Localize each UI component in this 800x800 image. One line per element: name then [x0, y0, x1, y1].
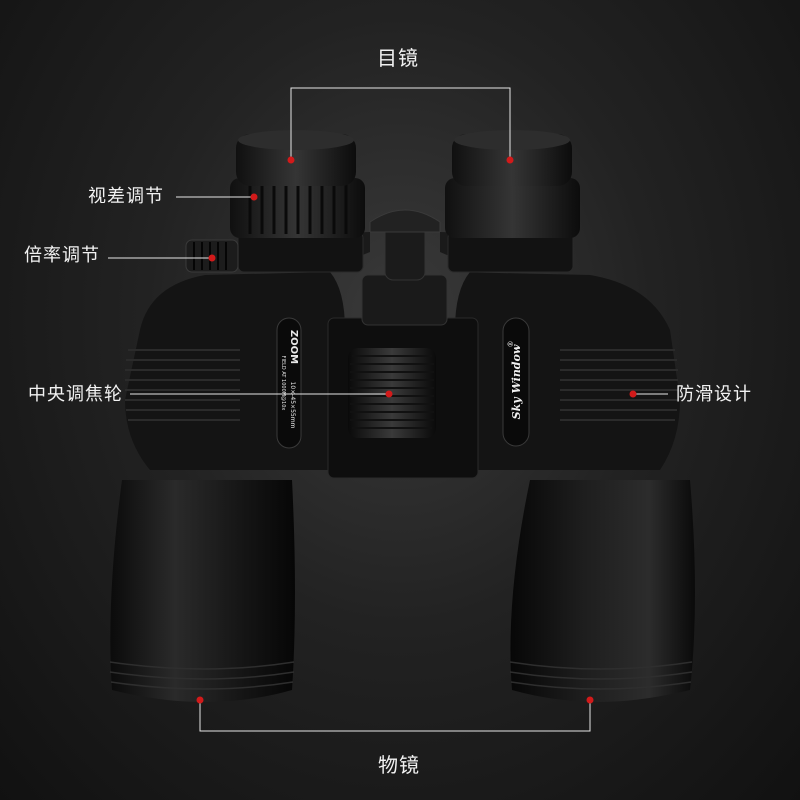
left-plate: ZOOM 10×-45×55mm FIELD AT 1000M@10x: [276, 317, 302, 449]
objective-leader: [199, 700, 591, 732]
brand-mark: ®: [507, 341, 515, 348]
leader-lines: [108, 87, 668, 732]
objective-label: 物镜: [378, 753, 420, 777]
objective-left-marker: [196, 696, 204, 704]
plate-zoom-text: ZOOM: [288, 330, 299, 364]
plate-spec-text: 10×-45×55mm: [289, 382, 296, 429]
grip-label: 防滑设计: [676, 384, 752, 405]
objective-barrels: [109, 480, 695, 702]
brand-text: Sky Window: [510, 344, 523, 419]
right-plate: Sky Window ®: [502, 317, 530, 447]
diopter-marker: [250, 193, 258, 201]
diopter-label: 视差调节: [88, 186, 164, 207]
markers: [196, 156, 637, 704]
eyepiece-leader: [290, 87, 511, 158]
zoom-label: 倍率调节: [24, 245, 100, 266]
focus-wheel-label: 中央调焦轮: [28, 384, 123, 405]
grip-marker: [629, 390, 637, 398]
plate-field-text: FIELD AT 1000M@10x: [280, 356, 286, 411]
objective-right-marker: [586, 696, 594, 704]
eyepiece-label: 目镜: [377, 46, 419, 70]
zoom-marker: [208, 254, 216, 262]
focus-marker: [385, 390, 393, 398]
eyepiece-right-marker: [506, 156, 514, 164]
eyepiece-left-marker: [287, 156, 295, 164]
